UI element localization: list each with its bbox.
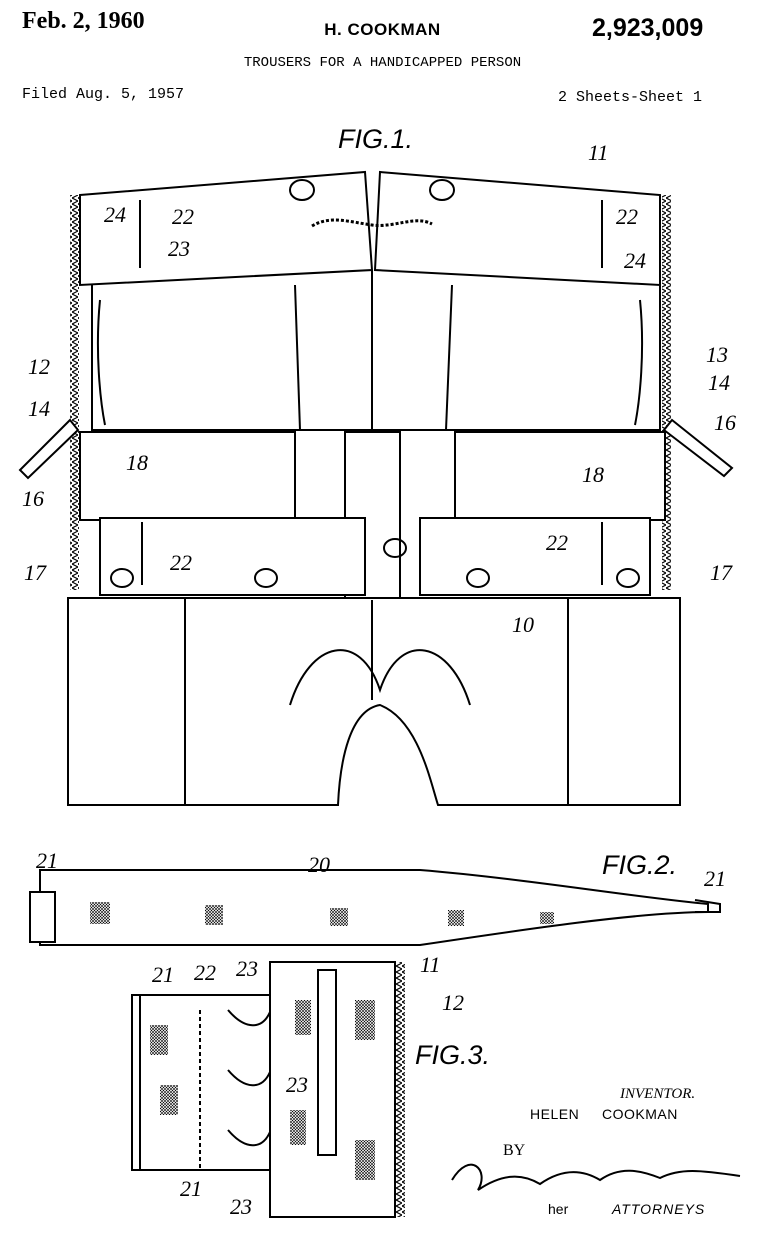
patent-title: TROUSERS FOR A HANDICAPPED PERSON — [243, 55, 522, 71]
ref-numeral: 20 — [308, 852, 330, 877]
ref-numeral: 22 — [546, 530, 568, 555]
sheet-count: 2 Sheets-Sheet 1 — [558, 89, 703, 106]
ref-numeral: 10 — [512, 612, 534, 637]
attorneys-label: ATTORNEYS — [612, 1201, 706, 1217]
ref-numeral: 14 — [28, 396, 50, 421]
ref-numeral: 18 — [582, 462, 604, 487]
ref-numeral: 23 — [286, 1072, 308, 1097]
ref-numeral: 23 — [236, 956, 258, 981]
filed-date: Filed Aug. 5, 1957 — [22, 86, 185, 103]
ref-numeral: 11 — [420, 952, 441, 977]
ref-numeral: 21 — [180, 1176, 202, 1201]
fig3-label: FIG.3. — [415, 1040, 491, 1070]
inventor-last-name: COOKMAN — [602, 1106, 678, 1122]
ref-numeral: 12 — [442, 990, 464, 1015]
ref-numeral: 13 — [706, 342, 728, 367]
ref-numeral: 23 — [168, 236, 190, 261]
ref-numeral: 22 — [194, 960, 216, 985]
by-label: BY — [503, 1142, 526, 1159]
ref-numeral: 12 — [28, 354, 50, 379]
ref-numeral: 22 — [616, 204, 638, 229]
inventor-first-name: HELEN — [530, 1106, 580, 1122]
fig2-drawing — [29, 869, 721, 946]
patent-number: 2,923,009 — [592, 14, 704, 42]
ref-numeral: 24 — [624, 248, 646, 273]
ref-numeral: 21 — [704, 866, 726, 891]
ref-numeral: 16 — [22, 486, 44, 511]
fig1-label: FIG.1. — [338, 124, 414, 154]
ref-numeral: 24 — [104, 202, 126, 227]
ref-numeral: 18 — [126, 450, 148, 475]
ref-numeral: 22 — [172, 204, 194, 229]
ref-numeral: 17 — [24, 560, 46, 585]
ref-numeral: 21 — [36, 848, 58, 873]
ref-numeral: 21 — [152, 962, 174, 987]
ref-numeral: 17 — [710, 560, 732, 585]
fig3-drawing — [131, 961, 405, 1218]
ref-numeral: 23 — [230, 1194, 252, 1219]
her-label: her — [548, 1201, 569, 1217]
ref-numeral: 11 — [588, 140, 609, 165]
patent-date: Feb. 2, 1960 — [22, 8, 145, 34]
fig2-label: FIG.2. — [602, 850, 678, 880]
ref-numeral: 16 — [714, 410, 736, 435]
ref-numeral: 14 — [708, 370, 730, 395]
fig1-drawing — [18, 170, 734, 806]
inventor-label: INVENTOR. — [620, 1086, 696, 1102]
ref-numeral: 22 — [170, 550, 192, 575]
inventor-header: H. COOKMAN — [324, 20, 441, 39]
